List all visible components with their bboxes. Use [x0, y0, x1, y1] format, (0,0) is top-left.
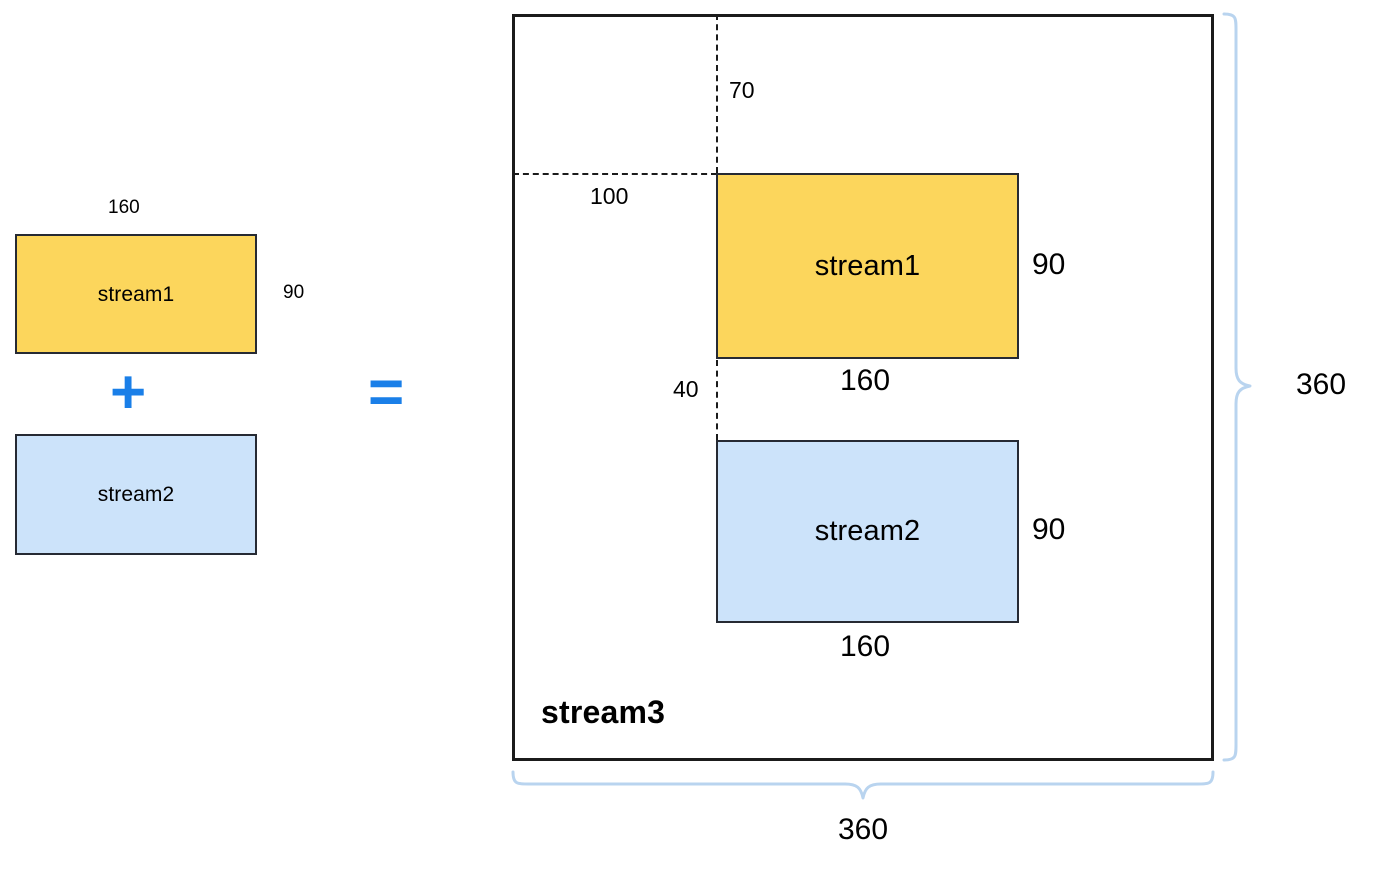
stream2-input-label: stream2	[97, 483, 175, 506]
equals-operator: =	[368, 358, 405, 427]
width-brace	[511, 770, 1217, 802]
stream3-title: stream3	[541, 694, 666, 730]
stream2-placed-label: stream2	[814, 515, 921, 547]
plus-operator: +	[110, 358, 147, 427]
stream1-input-rect: stream1	[15, 234, 257, 354]
vertical-guide-top	[716, 14, 718, 173]
height-brace	[1222, 12, 1254, 764]
stream3-outer-box	[512, 14, 1214, 761]
stream3-height-label: 360	[1296, 368, 1347, 401]
stream1-offset-x-label: 100	[590, 183, 629, 209]
stream1-input-height-label: 90	[283, 282, 305, 303]
stream1-input-width-label: 160	[108, 197, 140, 218]
stream1-placed-height-label: 90	[1032, 248, 1066, 281]
stream2-placed-height-label: 90	[1032, 513, 1066, 546]
stream2-placed-rect: stream2	[716, 440, 1019, 623]
stream1-placed-rect: stream1	[716, 173, 1019, 359]
stream1-offset-y-label: 70	[729, 77, 755, 103]
stream2-input-rect: stream2	[15, 434, 257, 555]
horizontal-guide-left	[513, 173, 717, 175]
stream1-placed-width-label: 160	[840, 364, 891, 397]
stream3-width-label: 360	[838, 813, 889, 846]
vertical-guide-gap	[716, 360, 718, 440]
stream2-gap-label: 40	[673, 376, 699, 402]
stream1-placed-label: stream1	[814, 249, 921, 282]
stream1-input-label: stream1	[97, 282, 175, 306]
stream2-placed-width-label: 160	[840, 630, 891, 663]
